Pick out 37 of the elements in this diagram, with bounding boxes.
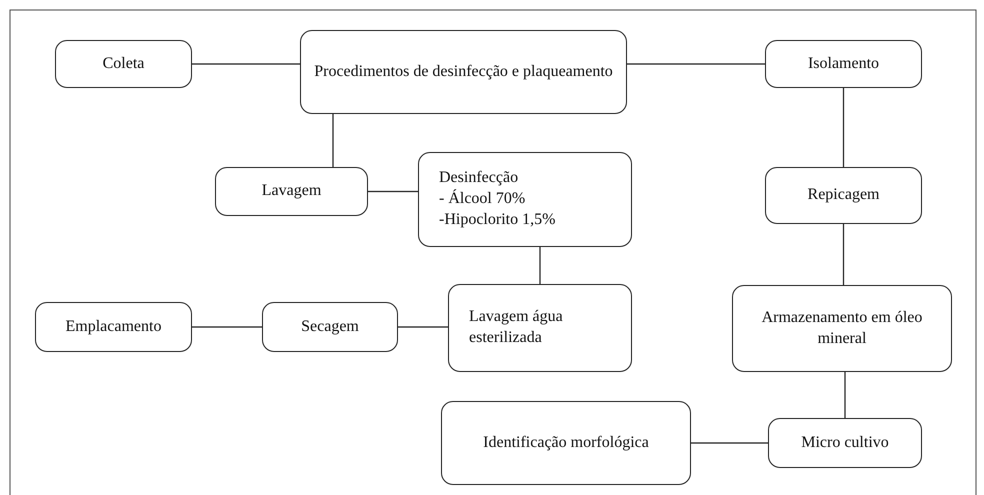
box-label: Isolamento — [808, 54, 880, 74]
box-label: -Hipoclorito 1,5% — [439, 210, 556, 230]
connector-line — [192, 63, 300, 65]
connector-line — [368, 190, 418, 192]
box-label: Desinfecção — [439, 168, 518, 188]
connector-line — [539, 247, 541, 284]
process-box — [35, 302, 192, 352]
process-box — [732, 285, 952, 372]
process-box — [765, 40, 922, 88]
box-label: Armazenamento em óleo mineral — [760, 308, 924, 348]
box-label: - Álcool 70% — [439, 189, 526, 210]
box-label: Secagem — [301, 316, 359, 337]
connector-line — [691, 442, 768, 444]
connector-line — [842, 88, 844, 167]
box-label: Micro cultivo — [801, 432, 889, 453]
process-box — [55, 40, 192, 88]
process-box — [441, 401, 691, 485]
connector-line — [844, 372, 846, 418]
box-label: Procedimentos de desinfecção e plaqueamento — [314, 62, 613, 82]
box-label: Coleta — [102, 54, 144, 74]
process-box — [418, 152, 632, 247]
process-box — [448, 284, 632, 372]
process-box — [765, 167, 922, 224]
connector-line — [627, 63, 765, 65]
box-label: Repicagem — [808, 185, 880, 206]
process-box — [768, 418, 922, 468]
process-box — [215, 167, 368, 216]
connector-line — [842, 224, 844, 285]
process-box — [300, 30, 627, 114]
box-label: Emplacamento — [66, 316, 162, 337]
connector-line — [332, 114, 334, 167]
process-box — [262, 302, 398, 352]
box-label: Lavagem água esterilizada — [469, 307, 564, 348]
connector-line — [192, 326, 262, 328]
connector-line — [398, 326, 448, 328]
box-label: Identificação morfológica — [483, 432, 649, 453]
box-label: Lavagem — [262, 181, 322, 202]
